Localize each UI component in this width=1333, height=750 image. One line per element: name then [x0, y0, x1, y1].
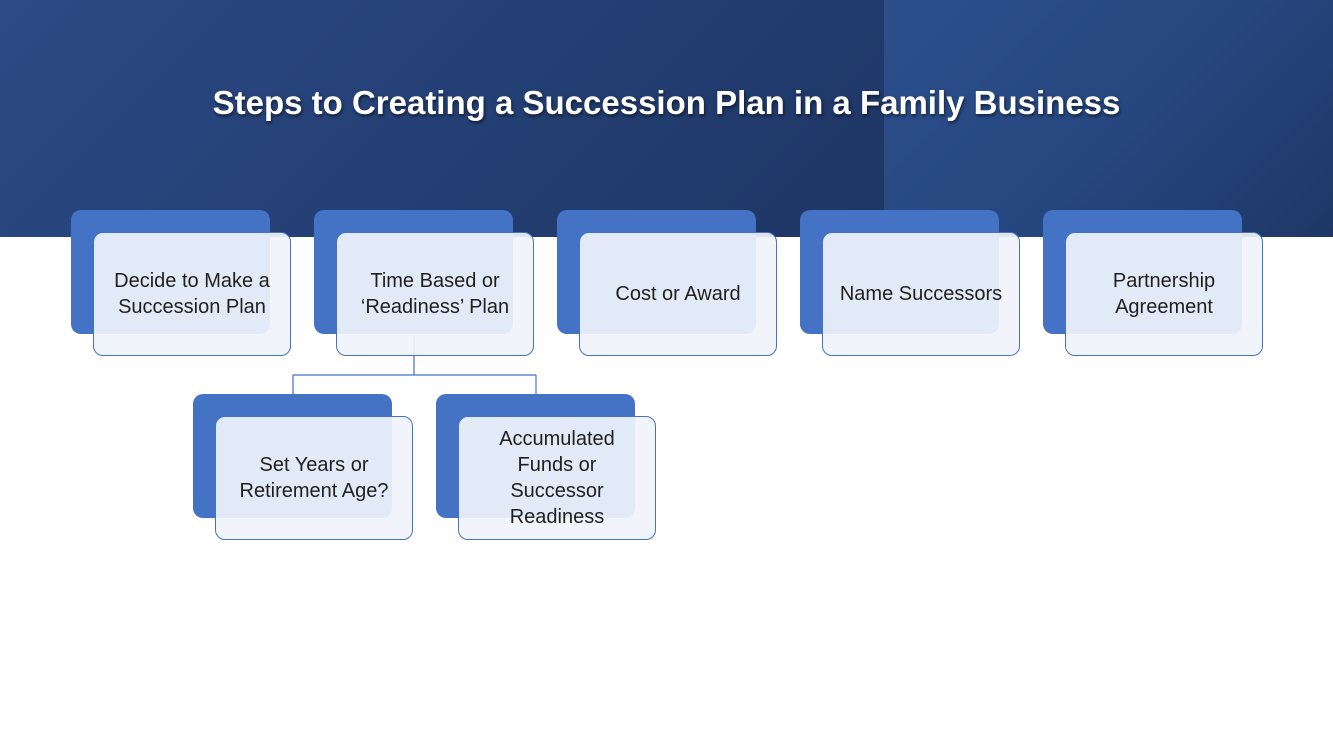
sub-step-node-set-years[interactable]: Set Years or Retirement Age? [193, 394, 415, 542]
node-card: Time Based or ‘Readiness’ Plan [336, 232, 534, 356]
sub-step-node-accumulated-funds[interactable]: Accumulated Funds or Successor Readiness [436, 394, 658, 542]
step-node-cost-award[interactable]: Cost or Award [557, 210, 779, 358]
step-label: Partnership Agreement [1112, 270, 1216, 318]
step-label: Time Based or ‘Readiness’ Plan [360, 270, 510, 318]
step-node-partnership[interactable]: Partnership Agreement [1043, 210, 1265, 358]
node-card: Decide to Make a Succession Plan [93, 232, 291, 356]
step-node-name-successors[interactable]: Name Successors [800, 210, 1022, 358]
node-card: Name Successors [822, 232, 1020, 356]
node-card: Accumulated Funds or Successor Readiness [458, 416, 656, 540]
sub-step-label: Accumulated Funds or Successor Readiness [499, 428, 615, 528]
step-label: Name Successors [839, 283, 1003, 305]
node-card: Cost or Award [579, 232, 777, 356]
header-banner-accent [884, 0, 1333, 237]
slide-title: Steps to Creating a Succession Plan in a… [212, 84, 1121, 121]
node-card: Partnership Agreement [1065, 232, 1263, 356]
sub-step-label: Set Years or Retirement Age? [239, 454, 389, 502]
step-label: Cost or Award [615, 283, 741, 305]
node-card: Set Years or Retirement Age? [215, 416, 413, 540]
step-label: Decide to Make a Succession Plan [114, 270, 270, 318]
step-node-time-based[interactable]: Time Based or ‘Readiness’ Plan [314, 210, 536, 358]
step-node-decide[interactable]: Decide to Make a Succession Plan [71, 210, 293, 358]
